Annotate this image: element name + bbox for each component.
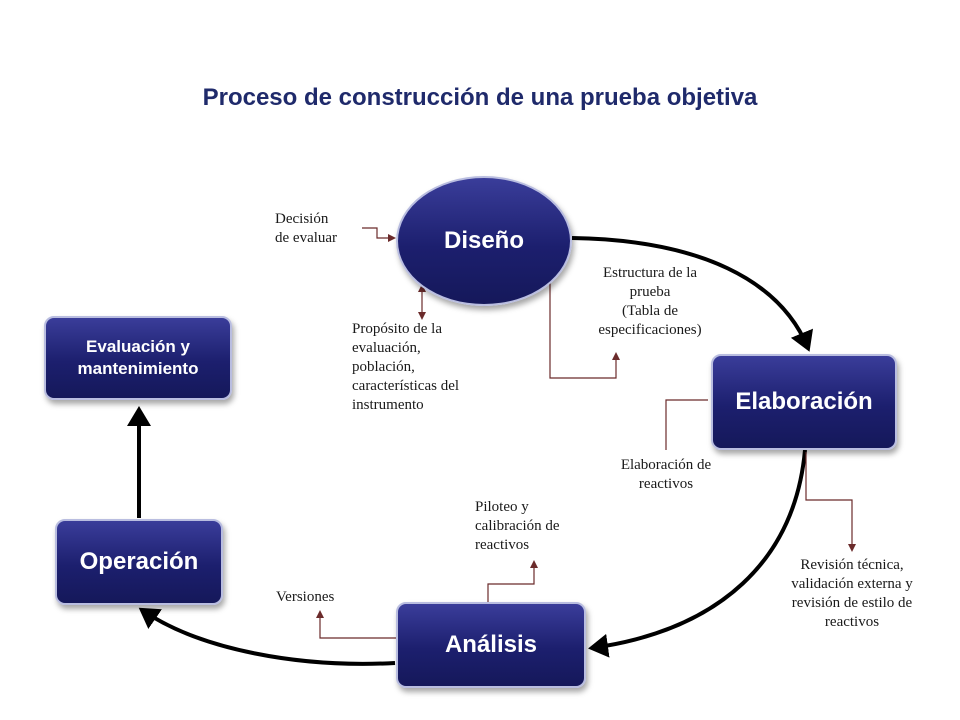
node-analisis-label: Análisis — [444, 631, 538, 658]
node-evaluacion-label: Evaluación y mantenimiento — [77, 337, 199, 378]
arrow-diseno-to-elaboracion — [571, 236, 813, 352]
annotation-revision: Revisión técnica, validación externa y r… — [791, 557, 913, 630]
annotation-piloteo: Piloteo y calibración de reactivos — [475, 499, 560, 553]
node-diseno: Diseño — [396, 176, 572, 306]
node-operacion-label: Operación — [79, 548, 199, 575]
connector-decision — [362, 227, 396, 242]
node-elaboracion-label: Elaboración — [735, 388, 873, 415]
node-diseno-label: Diseño — [443, 227, 524, 254]
connector-estructura — [549, 282, 620, 379]
annotation-proposito: Propósito de la evaluación, población, c… — [352, 321, 460, 413]
node-evaluacion: Evaluación y mantenimiento — [44, 316, 232, 400]
annotation-estructura: Estructura de la prueba (Tabla de especi… — [598, 265, 702, 338]
connector-versiones — [316, 610, 398, 639]
connector-elaboracion-reactivos — [665, 399, 708, 450]
annotation-decision: Decisión de evaluar — [275, 211, 338, 246]
connector-piloteo — [484, 560, 538, 610]
node-analisis: Análisis — [396, 602, 586, 688]
arrow-analisis-to-operacion — [138, 607, 396, 666]
diagram-title: Proceso de construcción de una prueba ob… — [202, 84, 758, 111]
node-elaboracion: Elaboración — [711, 354, 897, 450]
node-operacion: Operación — [55, 519, 223, 605]
connector-revision — [805, 452, 856, 552]
annotation-elaboracion-reactivos: Elaboración de reactivos — [620, 457, 712, 492]
annotation-versiones: Versiones — [276, 589, 335, 605]
arrow-elaboracion-to-analisis — [588, 449, 807, 658]
